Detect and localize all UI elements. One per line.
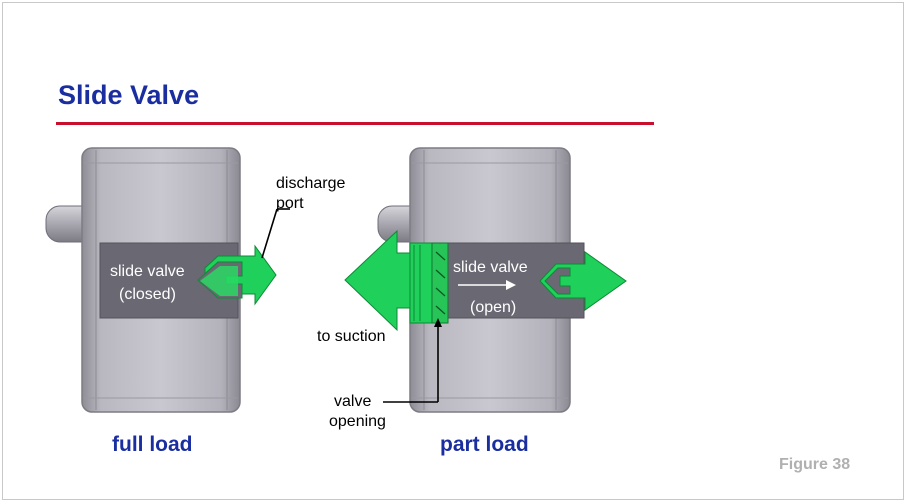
figure-number: Figure 38 [779,456,851,473]
discharge-port-notch [544,267,571,295]
caption-part-load: part load [440,433,529,456]
valve-face-line [435,287,446,297]
valve-face-line [435,305,446,315]
caption-full-load: full load [112,433,193,456]
right-valve-label-2: (open) [470,299,516,316]
discharge-arrow [539,251,627,311]
valve-face-line [435,269,446,279]
right-valve-label-1: slide valve [453,259,528,276]
opening-label-2: opening [329,413,386,430]
valve-opening-face [431,242,449,324]
full-load-compressor [45,147,290,413]
valve-face-line [435,251,446,261]
discharge-port-label-2: port [276,195,304,212]
opening-leader-arrowhead [434,318,442,327]
open-direction-arrowhead [506,280,516,290]
slide-title: Slide Valve [58,80,200,110]
discharge-leader [261,208,278,259]
left-valve-label-1: slide valve [110,263,185,280]
valve-opening-gap [409,242,433,324]
valve-tip [200,266,238,296]
part-load-compressor [344,147,627,413]
left-valve-label-2: (closed) [119,286,176,303]
suction-label: to suction [317,328,385,345]
opening-label-1: valve [334,393,371,410]
title-underline [56,122,654,125]
discharge-port-label-1: discharge [276,175,345,192]
